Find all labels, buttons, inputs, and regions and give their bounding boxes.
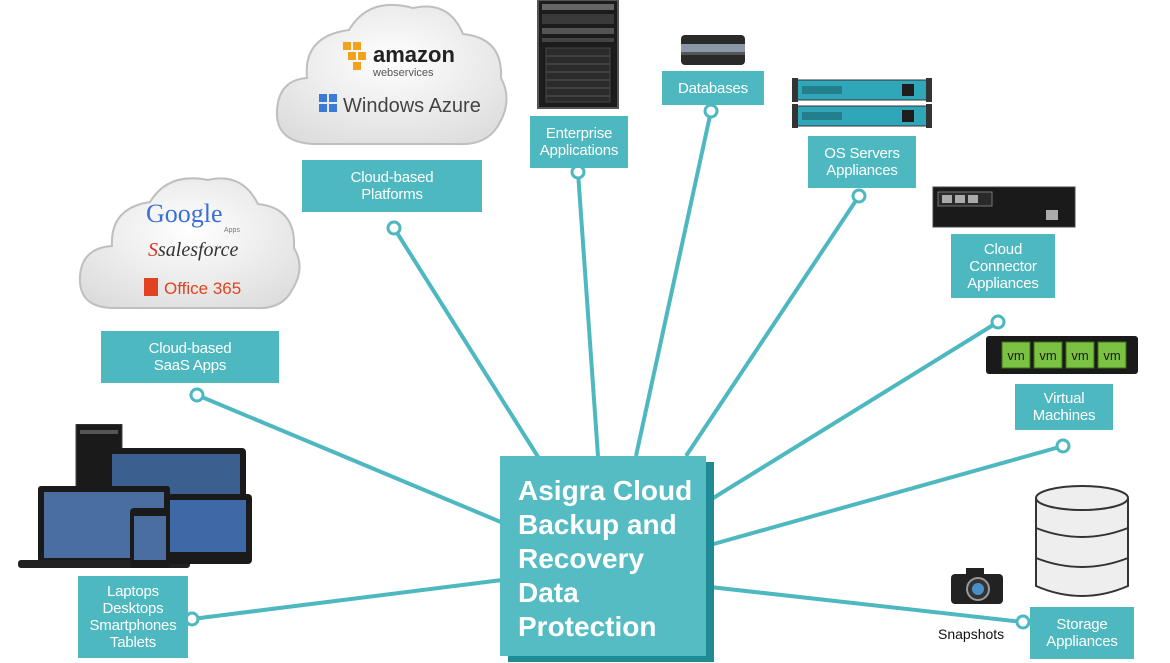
node-label-line: Virtual (1043, 390, 1085, 407)
appliance-icon (932, 186, 1076, 228)
node-dot (851, 188, 867, 204)
node-os-servers: OS Servers Appliances (808, 136, 916, 188)
node-label-line: OS Servers (824, 145, 900, 162)
connector-platforms (392, 226, 542, 462)
node-dot (703, 103, 719, 119)
node-dot (386, 220, 402, 236)
vm-label: vm (1039, 348, 1056, 363)
vm-label: vm (1103, 348, 1120, 363)
hub-line: Backup and (518, 509, 677, 540)
node-label-line: Appliances (826, 162, 898, 179)
hub-line: Data (518, 577, 579, 608)
connector-virtual-machines (709, 444, 1064, 547)
windows-flag-icon (319, 94, 337, 112)
node-label-line: Cloud (983, 240, 1023, 258)
amazon-sub: webservices (372, 67, 434, 79)
connector-laptops (191, 578, 503, 621)
node-label-line: Tablets (109, 634, 157, 651)
node-dot (189, 387, 205, 403)
office-icon (144, 278, 158, 296)
hub-line: Asigra Cloud (518, 475, 693, 506)
salesforce-logo: Ssalesforce (148, 239, 238, 261)
node-label-line: Connector (969, 257, 1037, 275)
node-dot (1055, 438, 1071, 454)
node-label-line: Storage (1056, 616, 1108, 633)
connector-databases (634, 110, 713, 457)
node-label-line: Platforms (361, 186, 423, 203)
node-label-line: Databases (678, 79, 748, 97)
connector-cloud-connector (708, 320, 1000, 502)
node-enterprise-apps: Enterprise Applications (530, 116, 628, 168)
node-label-line: Smartphones (89, 617, 177, 634)
node-laptops: Laptops Desktops Smartphones Tablets (78, 576, 188, 658)
connector-enterprise (576, 171, 600, 457)
node-cloud-platforms: Cloud-based Platforms (302, 160, 482, 212)
connector-storage (709, 585, 1024, 624)
server-tower-icon (537, 0, 619, 109)
hub-line: Protection (518, 611, 657, 642)
vm-rack-icon: vm vm vm vm (986, 336, 1138, 374)
vm-label: vm (1071, 348, 1088, 363)
amazon-logo: amazon (373, 42, 455, 67)
rack-server-icon (792, 78, 932, 128)
node-cloud-connector: Cloud Connector Appliances (951, 234, 1055, 298)
office-logo: Office 365 (164, 279, 241, 298)
node-label-line: Appliances (1046, 633, 1118, 650)
node-storage: Storage Appliances (1030, 607, 1134, 659)
platforms-cloud: amazon webservices Windows Azure (275, 3, 508, 146)
node-label-line: Machines (1032, 407, 1096, 424)
google-logo: Google (146, 199, 223, 228)
node-label-line: Appliances (967, 274, 1039, 292)
node-label-line: SaaS Apps (153, 357, 227, 374)
saas-cloud: Google Apps Ssalesforce Office 365 (78, 177, 301, 310)
snapshots-label: Snapshots (938, 626, 1005, 642)
hub-line: Recovery (518, 543, 645, 574)
google-apps-sub: Apps (224, 227, 240, 234)
hub-box (500, 456, 706, 656)
node-saas-apps: Cloud-based SaaS Apps (101, 331, 279, 383)
node-label-line: Cloud-based (148, 340, 232, 357)
vm-label: vm (1007, 348, 1024, 363)
camera-icon (951, 568, 1003, 604)
node-label-line: Applications (539, 142, 619, 159)
azure-logo: Windows Azure (343, 95, 481, 117)
node-label-line: Enterprise (545, 125, 613, 142)
node-label-line: Desktops (102, 600, 164, 617)
hub-title: Asigra Cloud Backup and Recovery Data Pr… (518, 474, 708, 644)
node-databases: Databases (662, 71, 764, 105)
connector-saas (196, 393, 521, 532)
connector-os-servers (684, 194, 861, 458)
node-dot (1015, 614, 1031, 630)
aws-cubes-icon (343, 42, 366, 70)
node-dot (990, 314, 1006, 330)
storage-cylinder-icon (1035, 485, 1129, 597)
node-label-line: Laptops (107, 583, 159, 600)
node-label-line: Cloud-based (350, 169, 434, 186)
node-virtual-machines: Virtual Machines (1015, 384, 1113, 430)
database-icon (681, 35, 745, 65)
devices-icon (18, 424, 252, 568)
